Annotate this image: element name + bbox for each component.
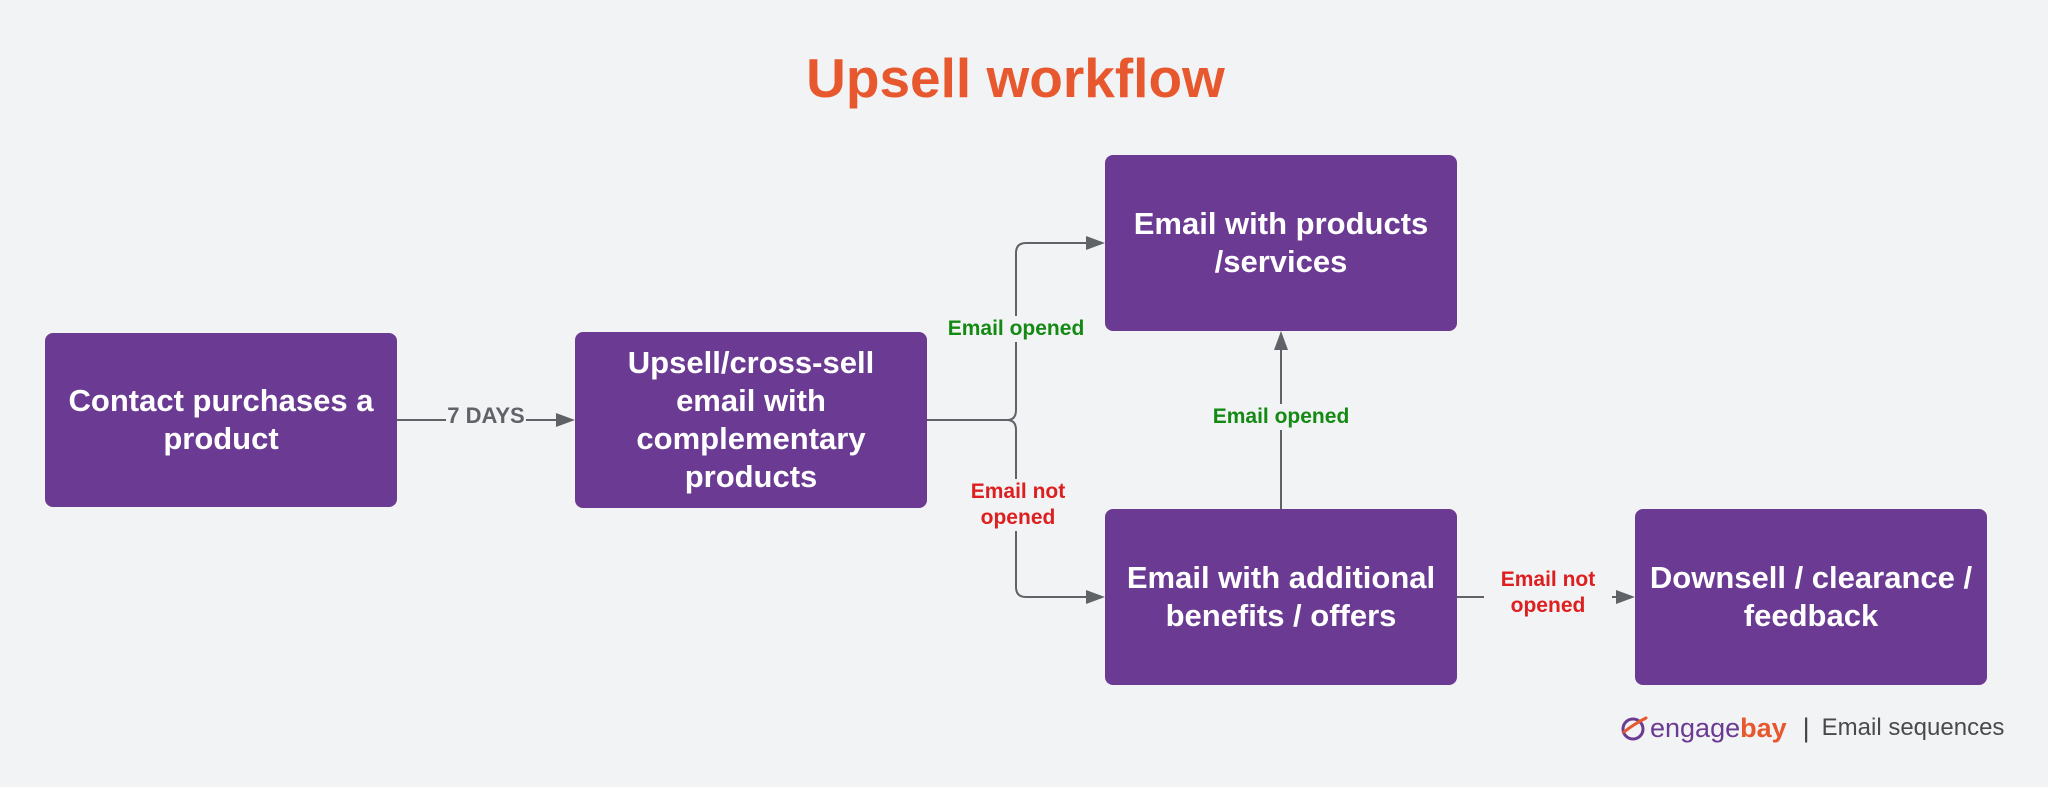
logo-text-bay: bay bbox=[1740, 713, 1787, 743]
footer-separator: | bbox=[1802, 712, 1810, 743]
arrowhead-products bbox=[1086, 236, 1105, 250]
footer-tagline: Email sequences bbox=[1821, 714, 2005, 741]
engagebay-mark-icon bbox=[1621, 716, 1648, 741]
node-contact-purchases: Contact purchases a product bbox=[45, 333, 397, 507]
edge-label-email-not-opened-mid: Email not opened bbox=[954, 479, 1082, 531]
node-downsell: Downsell / clearance / feedback bbox=[1635, 509, 1987, 685]
edge-label-email-opened-right: Email opened bbox=[1205, 404, 1357, 430]
edge-label-7-days: 7 DAYS bbox=[446, 403, 526, 429]
arrowhead-products-bottom bbox=[1274, 331, 1288, 350]
node-upsell-email: Upsell/cross-sell email with complementa… bbox=[575, 332, 927, 508]
node-products-email: Email with products /services bbox=[1105, 155, 1457, 331]
diagram-title: Upsell workflow bbox=[806, 47, 1225, 109]
edge-label-email-not-opened-right: Email not opened bbox=[1484, 567, 1612, 619]
edge-upsell-to-benefits bbox=[1006, 419, 1096, 598]
arrowhead-downsell bbox=[1616, 590, 1635, 604]
node-benefits-email: Email with additional benefits / offers bbox=[1105, 509, 1457, 685]
logo-text-engage: engage bbox=[1650, 713, 1741, 743]
arrowhead-upsell bbox=[556, 413, 575, 427]
arrowhead-benefits bbox=[1086, 590, 1105, 604]
edge-label-email-opened-top: Email opened bbox=[940, 316, 1092, 342]
